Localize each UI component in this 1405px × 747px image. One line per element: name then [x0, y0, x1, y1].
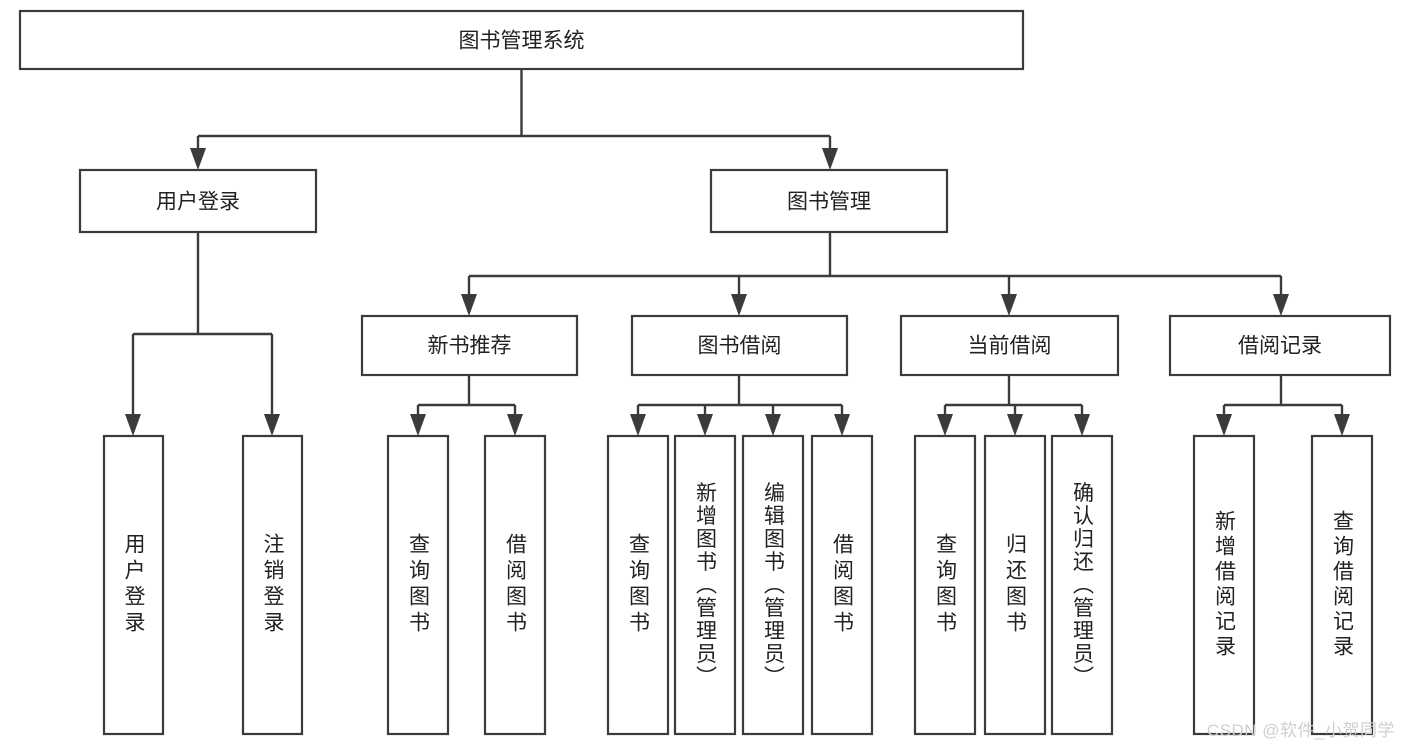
leaf-records-2-label: 查询借阅记录 [1331, 510, 1355, 660]
leaf-borrow-4[interactable]: 借阅图书 [810, 434, 874, 736]
arrow-head-icon-root-book-mgmt [822, 148, 838, 170]
leaf-borrow-3-label: 编辑图书（管理员） [762, 482, 786, 689]
leaf-new-book-1[interactable]: 查询图书 [386, 434, 450, 736]
node-current-borrow[interactable]: 当前借阅 [899, 314, 1120, 377]
connector-group-new-book [410, 375, 523, 436]
node-borrow-records[interactable]: 借阅记录 [1168, 314, 1392, 377]
connector-group-book-mgmt [461, 232, 1289, 316]
leaf-user-login-2-box[interactable] [241, 434, 304, 736]
arrow-head-icon-borrow-leaf-3 [765, 414, 781, 436]
leaf-user-login-1-label: 用户登录 [122, 533, 146, 637]
arrow-head-icon-borrow-leaf-2 [697, 414, 713, 436]
leaf-current-3-label: 确认归还（管理员） [1071, 482, 1095, 689]
node-book-management-label: 图书管理 [787, 191, 871, 214]
connector-group-borrow [630, 375, 850, 436]
arrow-head-icon-new-book-leaf-1 [410, 414, 426, 436]
leaf-current-2-label: 归还图书 [1004, 533, 1028, 637]
arrow-head-icon-current-leaf-3 [1074, 414, 1090, 436]
leaf-new-book-1-box[interactable] [386, 434, 450, 736]
leaf-user-login-1-box[interactable] [102, 434, 165, 736]
leaf-user-login-2[interactable]: 注销登录 [241, 434, 304, 736]
arrow-head-icon-root-user-login [190, 148, 206, 170]
leaf-borrow-1-box[interactable] [606, 434, 670, 736]
node-borrow-records-box[interactable] [1168, 314, 1392, 377]
leaf-borrow-2[interactable]: 新增图书（管理员） [673, 434, 737, 736]
node-user-login[interactable]: 用户登录 [78, 168, 318, 234]
leaf-records-2-box[interactable] [1310, 434, 1374, 736]
leaf-new-book-2-box[interactable] [483, 434, 547, 736]
arrow-head-icon-book-mgmt-records [1273, 294, 1289, 316]
arrow-head-icon-user-login-leaf-2 [264, 414, 280, 436]
leaf-borrow-1[interactable]: 查询图书 [606, 434, 670, 736]
node-user-login-box[interactable] [78, 168, 318, 234]
node-book-borrow[interactable]: 图书借阅 [630, 314, 849, 377]
leaf-records-2[interactable]: 查询借阅记录 [1310, 434, 1374, 736]
leaf-borrow-4-box[interactable] [810, 434, 874, 736]
arrow-head-icon-user-login-leaf-1 [125, 414, 141, 436]
leaf-current-2[interactable]: 归还图书 [983, 434, 1047, 736]
node-book-management[interactable]: 图书管理 [709, 168, 949, 234]
arrow-head-icon-current-leaf-2 [1007, 414, 1023, 436]
leaf-current-1-label: 查询图书 [934, 533, 958, 637]
arrow-head-icon-borrow-leaf-4 [834, 414, 850, 436]
node-new-book-recommend[interactable]: 新书推荐 [360, 314, 579, 377]
arrow-head-icon-records-leaf-1 [1216, 414, 1232, 436]
arrow-head-icon-book-mgmt-current [1001, 294, 1017, 316]
leaf-current-1[interactable]: 查询图书 [913, 434, 977, 736]
node-book-borrow-box[interactable] [630, 314, 849, 377]
arrow-head-icon-borrow-leaf-1 [630, 414, 646, 436]
node-user-login-label: 用户登录 [156, 191, 240, 214]
connector-group-current [937, 375, 1090, 436]
node-root-box[interactable] [18, 9, 1025, 71]
node-book-borrow-label: 图书借阅 [698, 335, 782, 358]
connector-group-user-login [125, 232, 280, 436]
node-new-book-recommend-label: 新书推荐 [428, 335, 512, 358]
leaf-records-1-box[interactable] [1192, 434, 1256, 736]
leaf-current-2-box[interactable] [983, 434, 1047, 736]
leaf-user-login-1[interactable]: 用户登录 [102, 434, 165, 736]
leaf-borrow-2-label: 新增图书（管理员） [694, 482, 718, 689]
leaf-borrow-3-box[interactable] [741, 434, 805, 736]
leaf-borrow-1-label: 查询图书 [627, 533, 651, 637]
leaf-current-1-box[interactable] [913, 434, 977, 736]
leaf-new-book-2[interactable]: 借阅图书 [483, 434, 547, 736]
leaf-new-book-2-label: 借阅图书 [504, 533, 528, 637]
node-root-label: 图书管理系统 [459, 30, 585, 53]
node-current-borrow-label: 当前借阅 [968, 335, 1052, 358]
connector-group-root [190, 69, 838, 170]
leaf-current-3[interactable]: 确认归还（管理员） [1050, 434, 1114, 736]
node-borrow-records-label: 借阅记录 [1238, 335, 1322, 358]
leaf-current-3-box[interactable] [1050, 434, 1114, 736]
node-book-management-box[interactable] [709, 168, 949, 234]
leaf-borrow-2-box[interactable] [673, 434, 737, 736]
leaf-borrow-4-label: 借阅图书 [831, 533, 855, 637]
arrow-head-icon-new-book-leaf-2 [507, 414, 523, 436]
node-new-book-recommend-box[interactable] [360, 314, 579, 377]
arrow-head-icon-records-leaf-2 [1334, 414, 1350, 436]
node-current-borrow-box[interactable] [899, 314, 1120, 377]
leaf-borrow-3[interactable]: 编辑图书（管理员） [741, 434, 805, 736]
arrow-head-icon-current-leaf-1 [937, 414, 953, 436]
leaf-new-book-1-label: 查询图书 [407, 533, 431, 637]
leaf-user-login-2-label: 注销登录 [261, 533, 285, 637]
node-root[interactable]: 图书管理系统 [18, 9, 1025, 71]
arrow-head-icon-book-mgmt-new-book [461, 294, 477, 316]
leaf-records-1-label: 新增借阅记录 [1213, 510, 1237, 660]
arrow-head-icon-book-mgmt-borrow [731, 294, 747, 316]
leaf-records-1[interactable]: 新增借阅记录 [1192, 434, 1256, 736]
connector-group-records [1216, 375, 1350, 436]
